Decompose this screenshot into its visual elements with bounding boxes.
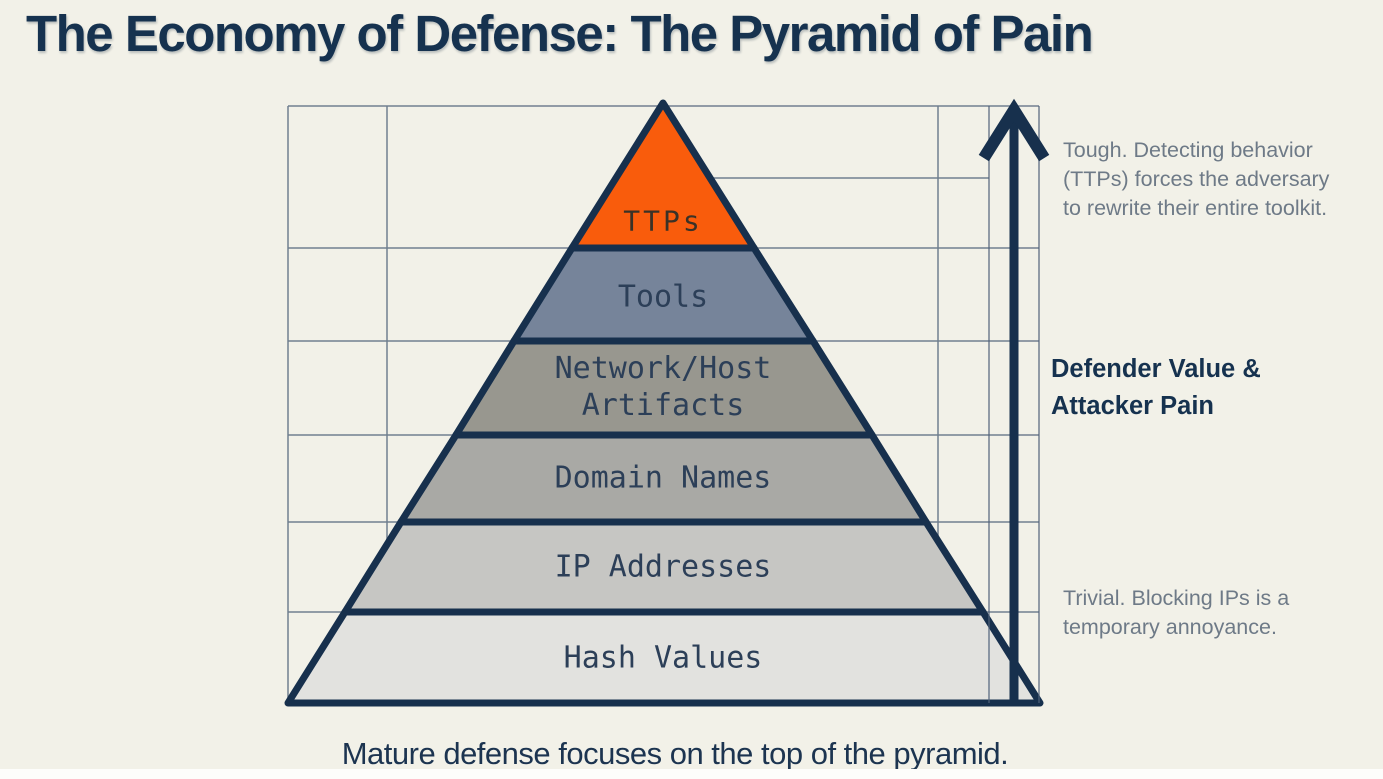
annotation-trivial-line2: temporary annoyance.: [1063, 615, 1277, 639]
pain-axis-arrow: [978, 98, 1050, 700]
pyramid-shape: [284, 99, 1044, 707]
label-network-host-line1: Network/Host: [554, 351, 772, 386]
bottom-edge-strip: [0, 769, 1383, 779]
annotation-tough: Tough. Detecting behavior (TTPs) forces …: [1063, 136, 1329, 223]
label-tools: Tools: [617, 279, 709, 315]
arrow-head: [978, 98, 1050, 162]
axis-label-line1: Defender Value &: [1051, 355, 1261, 383]
label-ip-addresses: IP Addresses: [554, 549, 772, 585]
page-title: The Economy of Defense: The Pyramid of P…: [26, 5, 1094, 62]
pyramid-level-ttps: [568, 99, 758, 252]
grid-lines-overlay: [988, 106, 1040, 703]
annotation-tough-line3: to rewrite their entire toolkit.: [1063, 196, 1328, 220]
label-domain-names: Domain Names: [554, 460, 772, 496]
label-hash-values: Hash Values: [563, 640, 763, 676]
label-network-host-artifacts: Network/Host Artifacts: [555, 350, 772, 424]
annotation-trivial: Trivial. Blocking IPs is a temporary ann…: [1063, 584, 1289, 642]
annotation-tough-line2: (TTPs) forces the adversary: [1063, 167, 1330, 191]
bottom-caption: Mature defense focuses on the top of the…: [341, 736, 1009, 771]
axis-label-line2: Attacker Pain: [1051, 392, 1214, 420]
axis-label-defender-value: Defender Value & Attacker Pain: [1051, 351, 1261, 425]
label-ttps: TTPs: [623, 204, 703, 238]
annotation-trivial-line1: Trivial. Blocking IPs is a: [1063, 586, 1290, 610]
annotation-tough-line1: Tough. Detecting behavior: [1063, 138, 1313, 162]
label-network-host-line2: Artifacts: [581, 388, 745, 423]
